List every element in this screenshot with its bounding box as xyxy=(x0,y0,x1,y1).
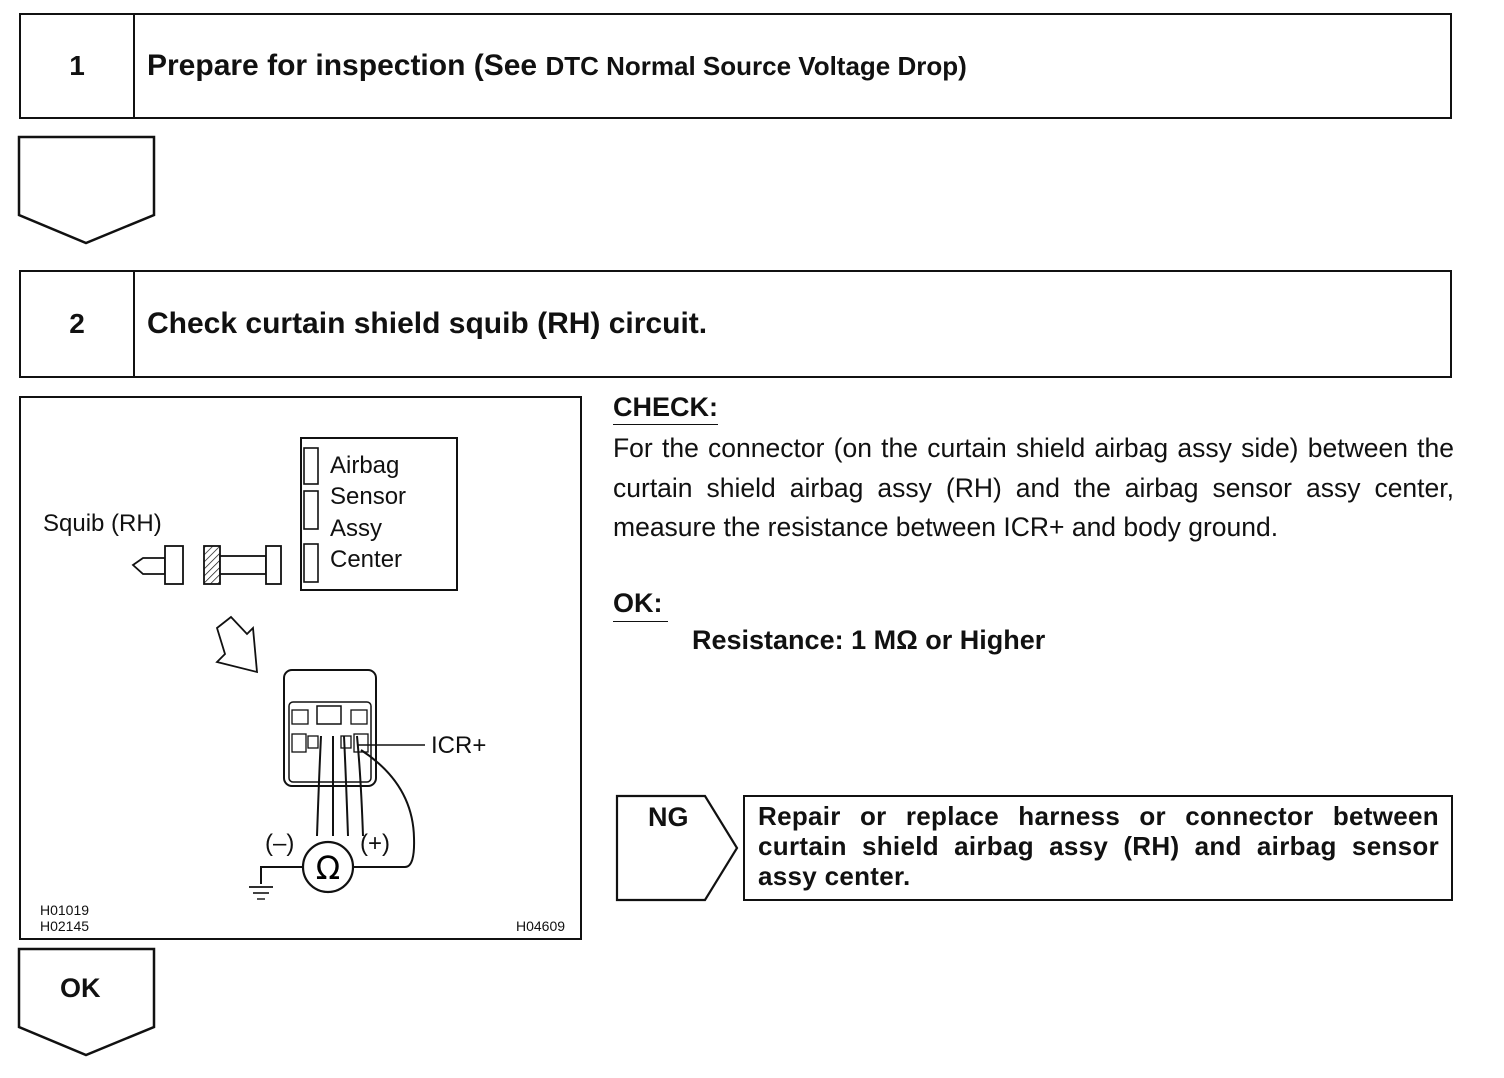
step-title: Check curtain shield squib (RH) circuit. xyxy=(147,307,708,340)
resistance-spec: Resistance: 1 MΩ or Higher xyxy=(692,625,1046,655)
ng-arrow-icon xyxy=(615,794,739,902)
ok-arrow-icon xyxy=(17,947,156,1057)
wiring-illustration: Ω Squib (RH) Airbag Sensor Assy Center I… xyxy=(19,396,582,940)
ohm-symbol-icon: Ω xyxy=(316,849,340,887)
step-2-box: 2 Check curtain shield squib (RH) circui… xyxy=(19,270,1452,378)
squib-label: Squib (RH) xyxy=(43,510,162,537)
ecu-label-line1: Airbag xyxy=(330,452,400,479)
continue-arrow-icon xyxy=(17,135,156,245)
ecu-label-line3: Assy xyxy=(330,515,383,542)
terminal-label: ICR+ xyxy=(431,732,487,759)
ng-action-box: Repair or replace harness or connector b… xyxy=(743,795,1453,901)
figure-code: H01019 xyxy=(40,902,90,918)
step-1-box: 1 Prepare for inspection (See DTC Normal… xyxy=(19,13,1452,119)
connector-diagram: Ω xyxy=(131,437,458,900)
plus-lead-label: (+) xyxy=(360,830,390,857)
figure-code: H04609 xyxy=(516,918,566,934)
ecu-label-line4: Center xyxy=(330,546,403,573)
ecu-label-line2: Sensor xyxy=(330,483,407,510)
step-number: 2 xyxy=(21,272,135,376)
step-number: 1 xyxy=(21,15,135,117)
check-heading: CHECK: xyxy=(613,392,718,425)
minus-lead-label: (–) xyxy=(265,830,295,857)
ok-heading: OK: xyxy=(613,588,668,622)
step-title-ref: DTC Normal Source Voltage Drop) xyxy=(545,50,967,81)
step-title: Prepare for inspection (See DTC Normal S… xyxy=(147,15,967,117)
check-instructions: For the connector (on the curtain shield… xyxy=(613,433,1454,542)
ok-arrow-label: OK xyxy=(60,973,101,1003)
step-title-main: Prepare for inspection (See xyxy=(147,49,546,82)
ng-label: NG xyxy=(648,802,689,832)
figure-code: H02145 xyxy=(40,918,90,934)
